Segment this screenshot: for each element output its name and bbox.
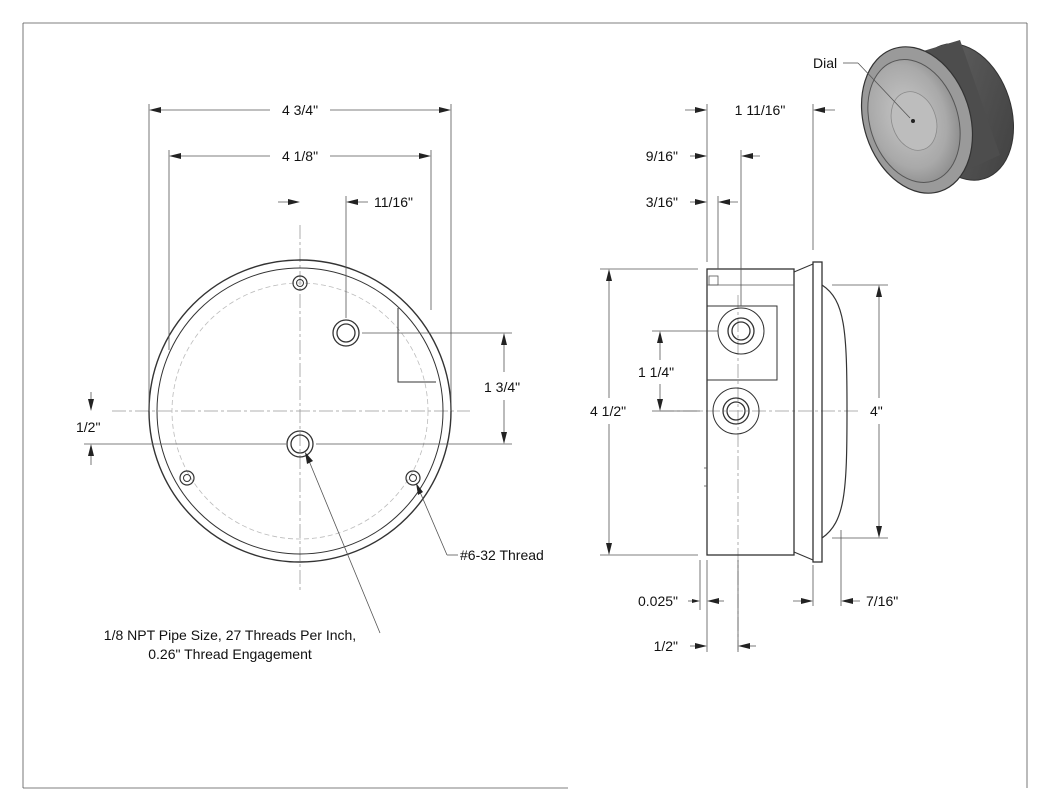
dim-front-port-offset-x-label: 11/16" [374,194,413,210]
dim-side-port-spacing-label: 1 1/4" [638,364,674,380]
dim-side-port-depth-label: 9/16" [646,148,678,164]
pipe-note-line-1: 1/8 NPT Pipe Size, 27 Threads Per Inch, [104,627,356,643]
screw-hole-top [292,275,308,291]
upper-pipe-port [332,319,360,347]
front-view: 4 3/4" 4 1/8" 11/16" [76,102,544,662]
dim-front-port-offset-x: 11/16" [278,194,413,318]
dim-front-overall-width-label: 4 3/4" [282,102,318,118]
side-flange [812,261,823,563]
center-pipe-port [286,430,314,458]
screw-hole-left [179,470,195,486]
dim-side-dial-diameter: 4" [832,284,888,539]
dim-side-lip-depth-label: 3/16" [646,194,678,210]
pipe-note-line-2: 0.26" Thread Engagement [148,646,312,662]
dim-front-port-offset-y-label: 1 3/4" [484,379,520,395]
side-upper-port [717,307,765,355]
dim-front-overall-width: 4 3/4" [148,102,452,411]
dim-front-port-offset-y: 1 3/4" [316,332,520,445]
screw-hole-right [405,470,421,486]
dim-side-bottom-port-depth-label: 1/2" [654,638,678,654]
dim-front-center-offset: 1/2" [76,392,286,465]
dim-side-overall-height-label: 4 1/2" [590,403,626,419]
screw-thread-note: #6-32 Thread [460,547,544,563]
dim-side-flange-thickness-label: 0.025" [638,593,678,609]
dim-side-overall-depth: 1 11/16" [685,102,835,262]
leader-pipe-note: 1/8 NPT Pipe Size, 27 Threads Per Inch, … [104,452,381,662]
iso-dial-callout: Dial [813,55,837,71]
dim-side-dome-depth-label: 7/16" [866,593,898,609]
dim-side-port-spacing: 1 1/4" [638,330,718,412]
front-bolt-circle [171,282,429,540]
dim-side-overall-depth-label: 1 11/16" [735,102,786,118]
front-inner-rim [156,267,444,555]
side-lower-port [712,387,760,435]
iso-view: Dial [813,40,1015,194]
dim-side-bottom-port-depth: 1/2" [654,560,756,654]
dim-side-port-depth: 9/16" [646,148,760,306]
dim-side-overall-height: 4 1/2" [590,268,698,556]
side-port-block [706,305,778,381]
dim-front-inner-width-label: 4 1/8" [282,148,318,164]
dim-side-flange-thickness: 0.025" [638,560,724,610]
dim-front-inner-width: 4 1/8" [168,148,432,350]
dim-side-dial-diameter-label: 4" [870,403,883,419]
leader-screw-thread: #6-32 Thread [416,483,544,563]
iso-dial-center-dot [911,119,915,123]
side-body [706,268,795,556]
dim-front-center-offset-label: 1/2" [76,419,100,435]
dim-side-dome-depth: 7/16" [793,530,898,609]
side-view: 1 11/16" 9/16" 3/16" 4 1/ [590,102,898,654]
dim-side-lip-depth: 3/16" [646,194,738,269]
sheet-border [22,22,1028,789]
side-lip-notch [708,275,719,286]
side-dial-dome [821,284,848,539]
front-port-block [397,308,436,383]
